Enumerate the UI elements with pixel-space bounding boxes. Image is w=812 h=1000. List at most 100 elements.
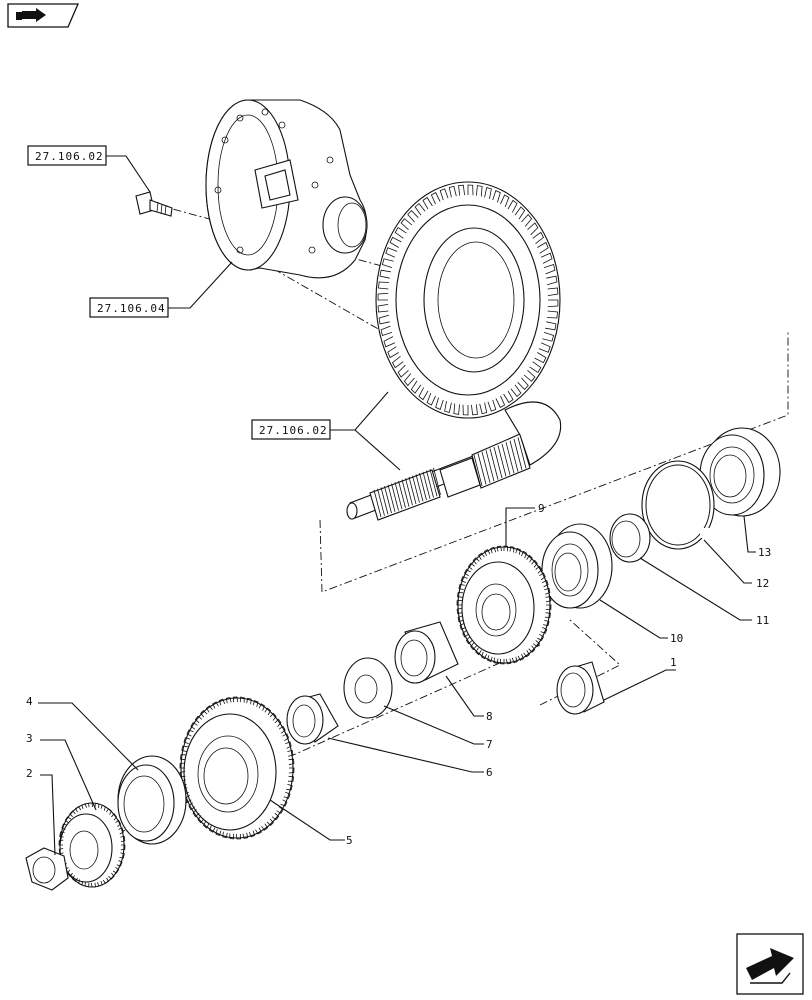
sleeve-8 [394, 621, 459, 684]
gear-tooth [453, 403, 460, 415]
callout-13[interactable]: 13 [743, 515, 771, 559]
gear-tooth [120, 835, 126, 843]
spline-line [391, 483, 399, 511]
gear-tooth [84, 881, 90, 888]
gear-tooth [507, 199, 518, 213]
gear-tooth [534, 352, 547, 364]
callout-9[interactable]: 9 [505, 502, 545, 547]
book-arrow-icon[interactable] [7, 3, 79, 28]
gear-tooth [286, 784, 293, 791]
gear-tooth [66, 869, 73, 877]
gear-tooth [186, 729, 194, 737]
gear-tooth [225, 697, 232, 704]
gear-tooth [535, 565, 543, 574]
bearing-4 [117, 755, 187, 845]
gear-tooth [116, 860, 123, 867]
gear-tooth [462, 404, 469, 416]
gear-tooth [509, 546, 515, 553]
gear-tooth [115, 819, 122, 828]
differential-case [205, 99, 368, 279]
callout-11[interactable]: 11 [639, 557, 769, 627]
gear-tooth [106, 807, 112, 815]
spline-line [426, 470, 434, 498]
callout-3[interactable]: 3 [26, 732, 97, 811]
callout-6[interactable]: 6 [327, 737, 493, 779]
gear-tooth [506, 658, 512, 665]
callout-5[interactable]: 5 [269, 799, 353, 847]
gear-tooth [72, 875, 78, 883]
gear-tooth [462, 629, 469, 638]
collar-6 [286, 693, 339, 745]
gear-tooth [439, 188, 449, 201]
snap-ring-12 [641, 460, 715, 550]
callout-12[interactable]: 12 [703, 539, 769, 590]
gear-tooth [547, 287, 559, 296]
gear-tooth [229, 833, 235, 840]
spline-line [387, 484, 396, 512]
svg-text:27.106.04: 27.106.04 [97, 302, 166, 315]
gear-tooth [218, 698, 226, 706]
next-page-arrow-icon[interactable] [736, 933, 804, 995]
gear-tooth [493, 657, 499, 664]
gear-tooth [546, 310, 558, 319]
gear-tooth [460, 576, 468, 583]
svg-text:7: 7 [486, 738, 493, 751]
gear-tooth [539, 572, 546, 581]
gear-tooth [503, 390, 514, 404]
gear-tooth [215, 828, 222, 837]
gear-tooth [514, 206, 526, 220]
callout-2[interactable]: 2 [26, 767, 56, 856]
gear-tooth [385, 247, 398, 258]
gear-tooth [542, 332, 555, 342]
callout-10[interactable]: 10 [599, 599, 683, 645]
gear-tooth [278, 725, 286, 734]
gear-tooth [246, 697, 252, 705]
svg-text:5: 5 [346, 834, 353, 847]
gear-tooth [74, 806, 82, 813]
gear-tooth [102, 877, 110, 884]
gear-tooth [378, 281, 390, 290]
gear-tooth [521, 550, 527, 559]
gear-tooth [235, 833, 242, 840]
gear-tooth [537, 241, 549, 254]
gear-tooth [276, 806, 284, 814]
gear-tooth [496, 545, 502, 552]
spline-line [412, 475, 420, 503]
spline-line [373, 489, 382, 518]
gear-tooth [391, 355, 404, 369]
gear-tooth [457, 615, 464, 623]
svg-text:9: 9 [538, 502, 545, 515]
gear-tooth [81, 803, 87, 810]
gear-tooth [546, 275, 558, 286]
gear-tooth [379, 269, 391, 279]
gear-tooth [197, 815, 205, 824]
reference-box-middle[interactable]: 27.106.04 [89, 297, 169, 318]
gear-tooth [511, 656, 518, 664]
callout-8[interactable]: 8 [445, 675, 493, 723]
callout-7[interactable]: 7 [383, 705, 493, 751]
bushing-1 [556, 661, 605, 715]
gear-tooth [540, 627, 548, 634]
gear-tooth [88, 802, 93, 808]
gear-tooth [280, 799, 288, 807]
gear-3 [58, 802, 126, 888]
reference-box-lower[interactable]: 27.106.02 [251, 419, 331, 440]
gear-tooth [183, 737, 191, 745]
gear-tooth [544, 612, 551, 618]
svg-text:12: 12 [756, 577, 769, 590]
bearing-10 [541, 523, 613, 609]
callout-1[interactable]: 1 [603, 656, 677, 701]
reference-box-top[interactable]: 27.106.02 [27, 145, 107, 166]
svg-text:27.106.02: 27.106.02 [259, 424, 328, 437]
gear-tooth [264, 707, 272, 716]
spline-line [398, 480, 406, 509]
gear-tooth [547, 299, 559, 307]
gear-tooth [269, 712, 277, 721]
gear-tooth [476, 185, 483, 197]
gear-tooth [94, 802, 100, 809]
callout-4[interactable]: 4 [26, 695, 139, 771]
bolt [135, 191, 173, 217]
spline-line [394, 482, 403, 510]
gear-tooth [543, 619, 550, 627]
spline-line [481, 451, 491, 483]
